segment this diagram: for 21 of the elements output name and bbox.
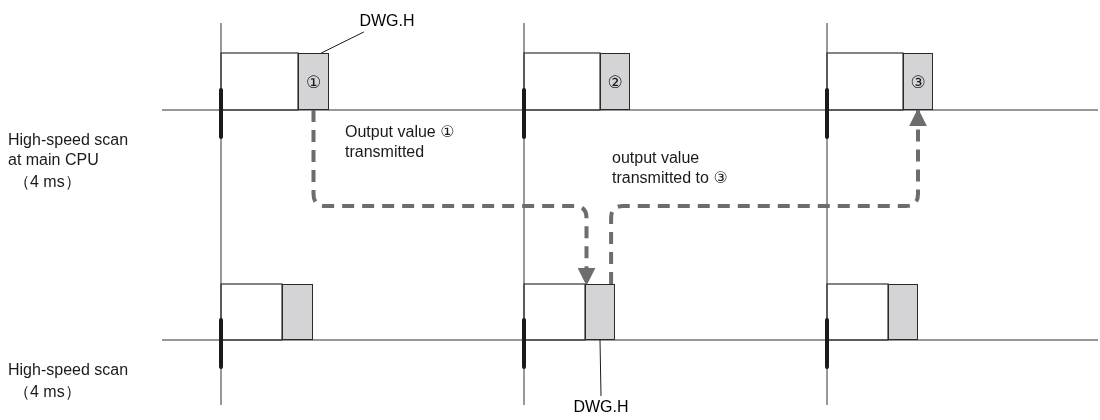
- timeline-label: High-speed scan: [8, 360, 130, 380]
- block-number: ②: [607, 71, 623, 92]
- drawing-label: DWG.H: [358, 10, 416, 32]
- dashed-arrow: [311, 110, 596, 286]
- drawing-label: DWG.H: [572, 396, 630, 418]
- edge-label: output value transmitted to ③: [612, 148, 729, 188]
- leader-line: [599, 339, 602, 397]
- scan-block: [888, 284, 918, 340]
- scan-block: [585, 284, 615, 340]
- block-number: ①: [305, 71, 322, 92]
- block-number: ③: [910, 71, 926, 92]
- dashed-arrow: [609, 108, 927, 284]
- scan-block: [903, 53, 933, 110]
- timeline-label: （4 ms）: [14, 172, 82, 192]
- timeline-label: High-speed scan at main CPU: [8, 130, 130, 170]
- scan-block: [298, 53, 329, 110]
- edge-label: Output value ① transmitted: [345, 122, 456, 162]
- scan-block: [282, 284, 313, 340]
- scan-block: [600, 53, 630, 110]
- timeline-label: （4 ms）: [14, 382, 82, 402]
- leader-line: [320, 31, 365, 54]
